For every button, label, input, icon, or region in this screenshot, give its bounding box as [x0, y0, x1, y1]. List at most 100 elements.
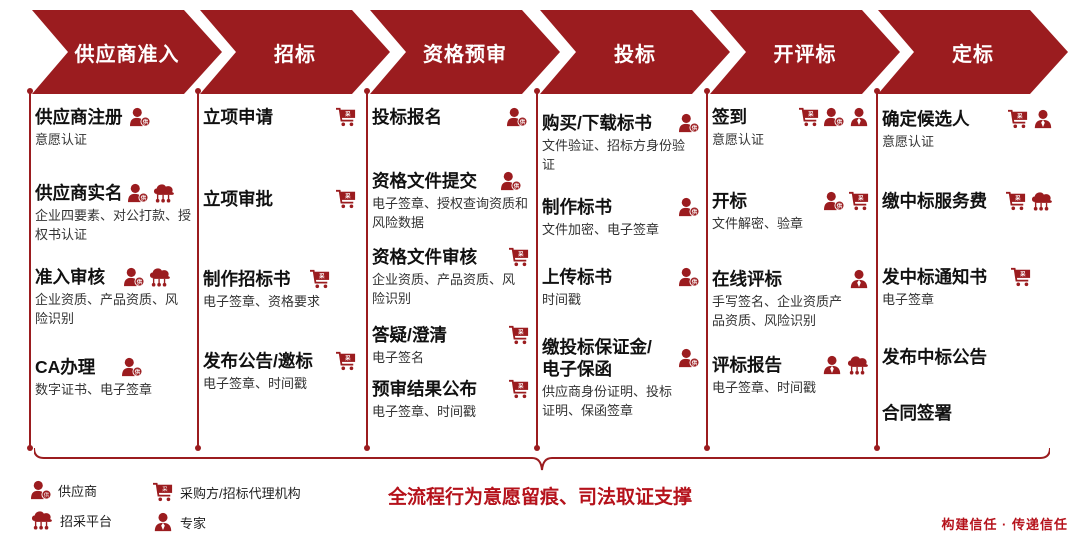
step-desc: 文件加密、电子签章 — [542, 222, 660, 237]
purchaser-icon — [1007, 109, 1029, 129]
step-supplier-register: 供应商注册 意愿认证 — [35, 106, 151, 149]
supplier-icon — [823, 191, 845, 211]
step-desc: 电子签章 — [882, 292, 935, 307]
step-desc: 意愿认证 — [712, 132, 765, 147]
slogan: 构建信任 · 传递信任 — [941, 517, 1068, 532]
step-make-bid: 制作标书 文件加密、电子签章 — [542, 196, 700, 239]
step-award-announce: 发布中标公告 — [882, 346, 987, 368]
supplier-icon — [506, 107, 528, 127]
step-title: 答疑/澄清 — [372, 325, 447, 345]
supplier-icon — [30, 480, 52, 500]
legend-supplier: 供应商 — [30, 480, 97, 500]
step-project-approve: 立项审批 — [203, 188, 357, 210]
step-title: 缴投标保证金/电子保函 — [542, 337, 652, 379]
step-qualification-review: 资格文件审核 企业资质、产品资质、风险识别 — [372, 246, 530, 308]
step-title: 发布中标公告 — [882, 347, 987, 367]
legend-purchaser: 采购方/招标代理机构 — [152, 482, 301, 502]
legend-platform: 招采平台 — [30, 510, 112, 530]
expert-icon — [152, 512, 174, 532]
step-make-tender-doc: 制作招标书 电子签章、资格要求 — [203, 268, 331, 311]
legend-label: 招采平台 — [60, 513, 113, 529]
supplier-icon — [121, 357, 143, 377]
step-desc: 电子签名 — [372, 350, 425, 365]
platform-icon — [1030, 191, 1054, 211]
purchaser-icon — [508, 325, 530, 345]
step-bid-open: 开标 文件解密、验章 — [712, 190, 870, 233]
step-project-apply: 立项申请 — [203, 106, 357, 128]
stage-arrow-6: 定标 — [878, 10, 1068, 94]
step-title: 评标报告 — [712, 355, 782, 375]
step-title: 购买/下载标书 — [542, 113, 652, 133]
step-title: 投标报名 — [372, 107, 442, 127]
step-title: 准入审核 — [35, 267, 105, 287]
supplier-icon — [678, 113, 700, 133]
step-title: 发布公告/邀标 — [203, 351, 313, 371]
legend-label: 采购方/招标代理机构 — [180, 485, 301, 501]
supplier-icon — [678, 348, 700, 368]
step-contract-sign: 合同签署 — [882, 402, 952, 424]
supplier-icon — [678, 197, 700, 217]
step-title: 发中标通知书 — [882, 267, 987, 287]
platform-icon — [148, 267, 172, 287]
step-title: 制作招标书 — [203, 269, 291, 289]
step-title: 缴中标服务费 — [882, 191, 987, 211]
step-title: 确定候选人 — [882, 109, 970, 129]
step-title: 资格文件提交 — [372, 171, 477, 191]
legend-label: 供应商 — [58, 483, 98, 499]
step-ca: CA办理 数字证书、电子签章 — [35, 356, 152, 399]
step-desc: 电子签章、时间戳 — [712, 380, 817, 395]
step-desc: 电子签章、时间戳 — [372, 404, 477, 419]
step-title: 签到 — [712, 107, 747, 127]
step-desc: 数字证书、电子签章 — [35, 382, 153, 397]
stage-label: 开评标 — [773, 43, 837, 66]
purchaser-icon — [508, 379, 530, 399]
step-desc: 电子签章、资格要求 — [203, 294, 321, 309]
step-desc: 企业资质、产品资质、风险识别 — [35, 292, 179, 326]
step-access-review: 准入审核 企业资质、产品资质、风险识别 — [35, 266, 185, 328]
step-bid-register: 投标报名 — [372, 106, 528, 128]
step-title: 资格文件审核 — [372, 247, 477, 267]
step-title: 立项申请 — [203, 107, 273, 127]
supplier-icon — [678, 267, 700, 287]
column-supplier-access: 供应商注册 意愿认证 供应商实名 企业四要素、对公打款、授权书认证 准入审核 企… — [27, 88, 191, 451]
column-tendering: 立项申请 立项审批 制作招标书 电子签章、资格要求 发布公告/邀标 电子签章、时… — [195, 88, 359, 451]
stage-arrow-4: 投标 — [540, 10, 730, 94]
step-title: 供应商实名 — [35, 183, 123, 203]
purchaser-icon — [798, 107, 820, 127]
legend-label: 专家 — [180, 515, 207, 531]
step-title: 合同签署 — [882, 403, 952, 423]
step-title: 立项审批 — [203, 189, 273, 209]
stage-arrow-5: 开评标 — [710, 10, 900, 94]
column-bidding: 购买/下载标书 文件验证、招标方身份验证 制作标书 文件加密、电子签章 上传标书… — [534, 88, 700, 451]
purchaser-icon — [508, 247, 530, 267]
step-title: 开标 — [712, 191, 747, 211]
stage-arrow-3: 资格预审 — [370, 10, 560, 94]
purchaser-icon — [335, 351, 357, 371]
step-upload-bid: 上传标书 时间戳 — [542, 266, 700, 309]
step-title: 制作标书 — [542, 197, 612, 217]
supplier-icon — [127, 183, 149, 203]
purchaser-icon — [152, 482, 174, 502]
step-supplier-realname: 供应商实名 企业四要素、对公打款、授权书认证 — [35, 182, 195, 244]
stage-label: 资格预审 — [423, 43, 507, 66]
platform-icon — [30, 510, 54, 530]
stage-label: 供应商准入 — [74, 43, 180, 66]
step-publish-notice: 发布公告/邀标 电子签章、时间戳 — [203, 350, 357, 393]
stage-arrow-2: 招标 — [200, 10, 390, 94]
footer-caption: 全流程行为意愿留痕、司法取证支撑 — [387, 487, 692, 508]
step-desc: 供应商身份证明、投标证明、保函签章 — [542, 384, 673, 418]
column-prequalification: 投标报名 资格文件提交 电子签章、授权查询资质和风险数据 资格文件审核 企业资质… — [364, 88, 530, 451]
step-title: 供应商注册 — [35, 107, 123, 127]
step-award-notice: 发中标通知书 电子签章 — [882, 266, 1032, 309]
legend-expert: 专家 — [152, 512, 206, 532]
expert-icon — [848, 269, 870, 289]
step-title: 预审结果公布 — [372, 379, 477, 399]
stage-label: 招标 — [274, 43, 316, 66]
purchaser-icon — [309, 269, 331, 289]
step-desc: 意愿认证 — [35, 132, 88, 147]
step-sign-in: 签到 意愿认证 — [712, 106, 870, 149]
step-desc: 手写签名、企业资质产品资质、风险识别 — [712, 294, 843, 328]
step-buy-download: 购买/下载标书 文件验证、招标方身份验证 — [542, 112, 700, 174]
step-title: CA办理 — [35, 357, 96, 377]
purchaser-icon — [1010, 267, 1032, 287]
